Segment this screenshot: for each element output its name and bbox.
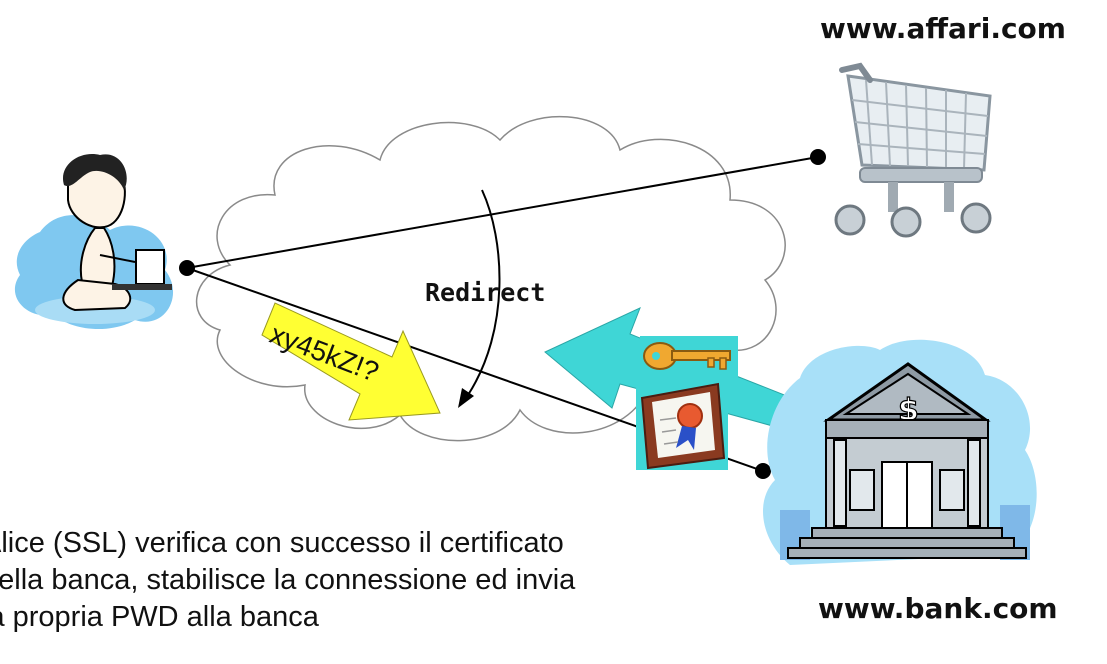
password-arrow <box>261 302 441 421</box>
bank-url-label: www.bank.com <box>818 592 1058 625</box>
redirect-arrow <box>458 189 501 408</box>
caption-line-1: Alice (SSL) verifica con successo il cer… <box>0 527 564 559</box>
shop-connection-line <box>186 156 819 269</box>
caption: Alice (SSL) verifica con successo il cer… <box>0 525 720 636</box>
user-endpoint-dot <box>179 260 195 276</box>
bank-endpoint-dot <box>755 463 771 479</box>
shop-endpoint-dot <box>810 149 826 165</box>
caption-line-3: la propria PWD alla banca <box>0 601 319 633</box>
shop-url-label: www.affari.com <box>820 12 1066 45</box>
certificate-icon <box>636 376 728 470</box>
redirect-label: Redirect <box>425 278 546 307</box>
shopping-cart-icon <box>834 62 992 238</box>
alice-at-laptop-icon <box>14 154 174 330</box>
bank-building-icon: $ <box>763 339 1037 565</box>
key-icon <box>640 336 738 380</box>
caption-line-2: della banca, stabilisce la connessione e… <box>0 564 576 596</box>
